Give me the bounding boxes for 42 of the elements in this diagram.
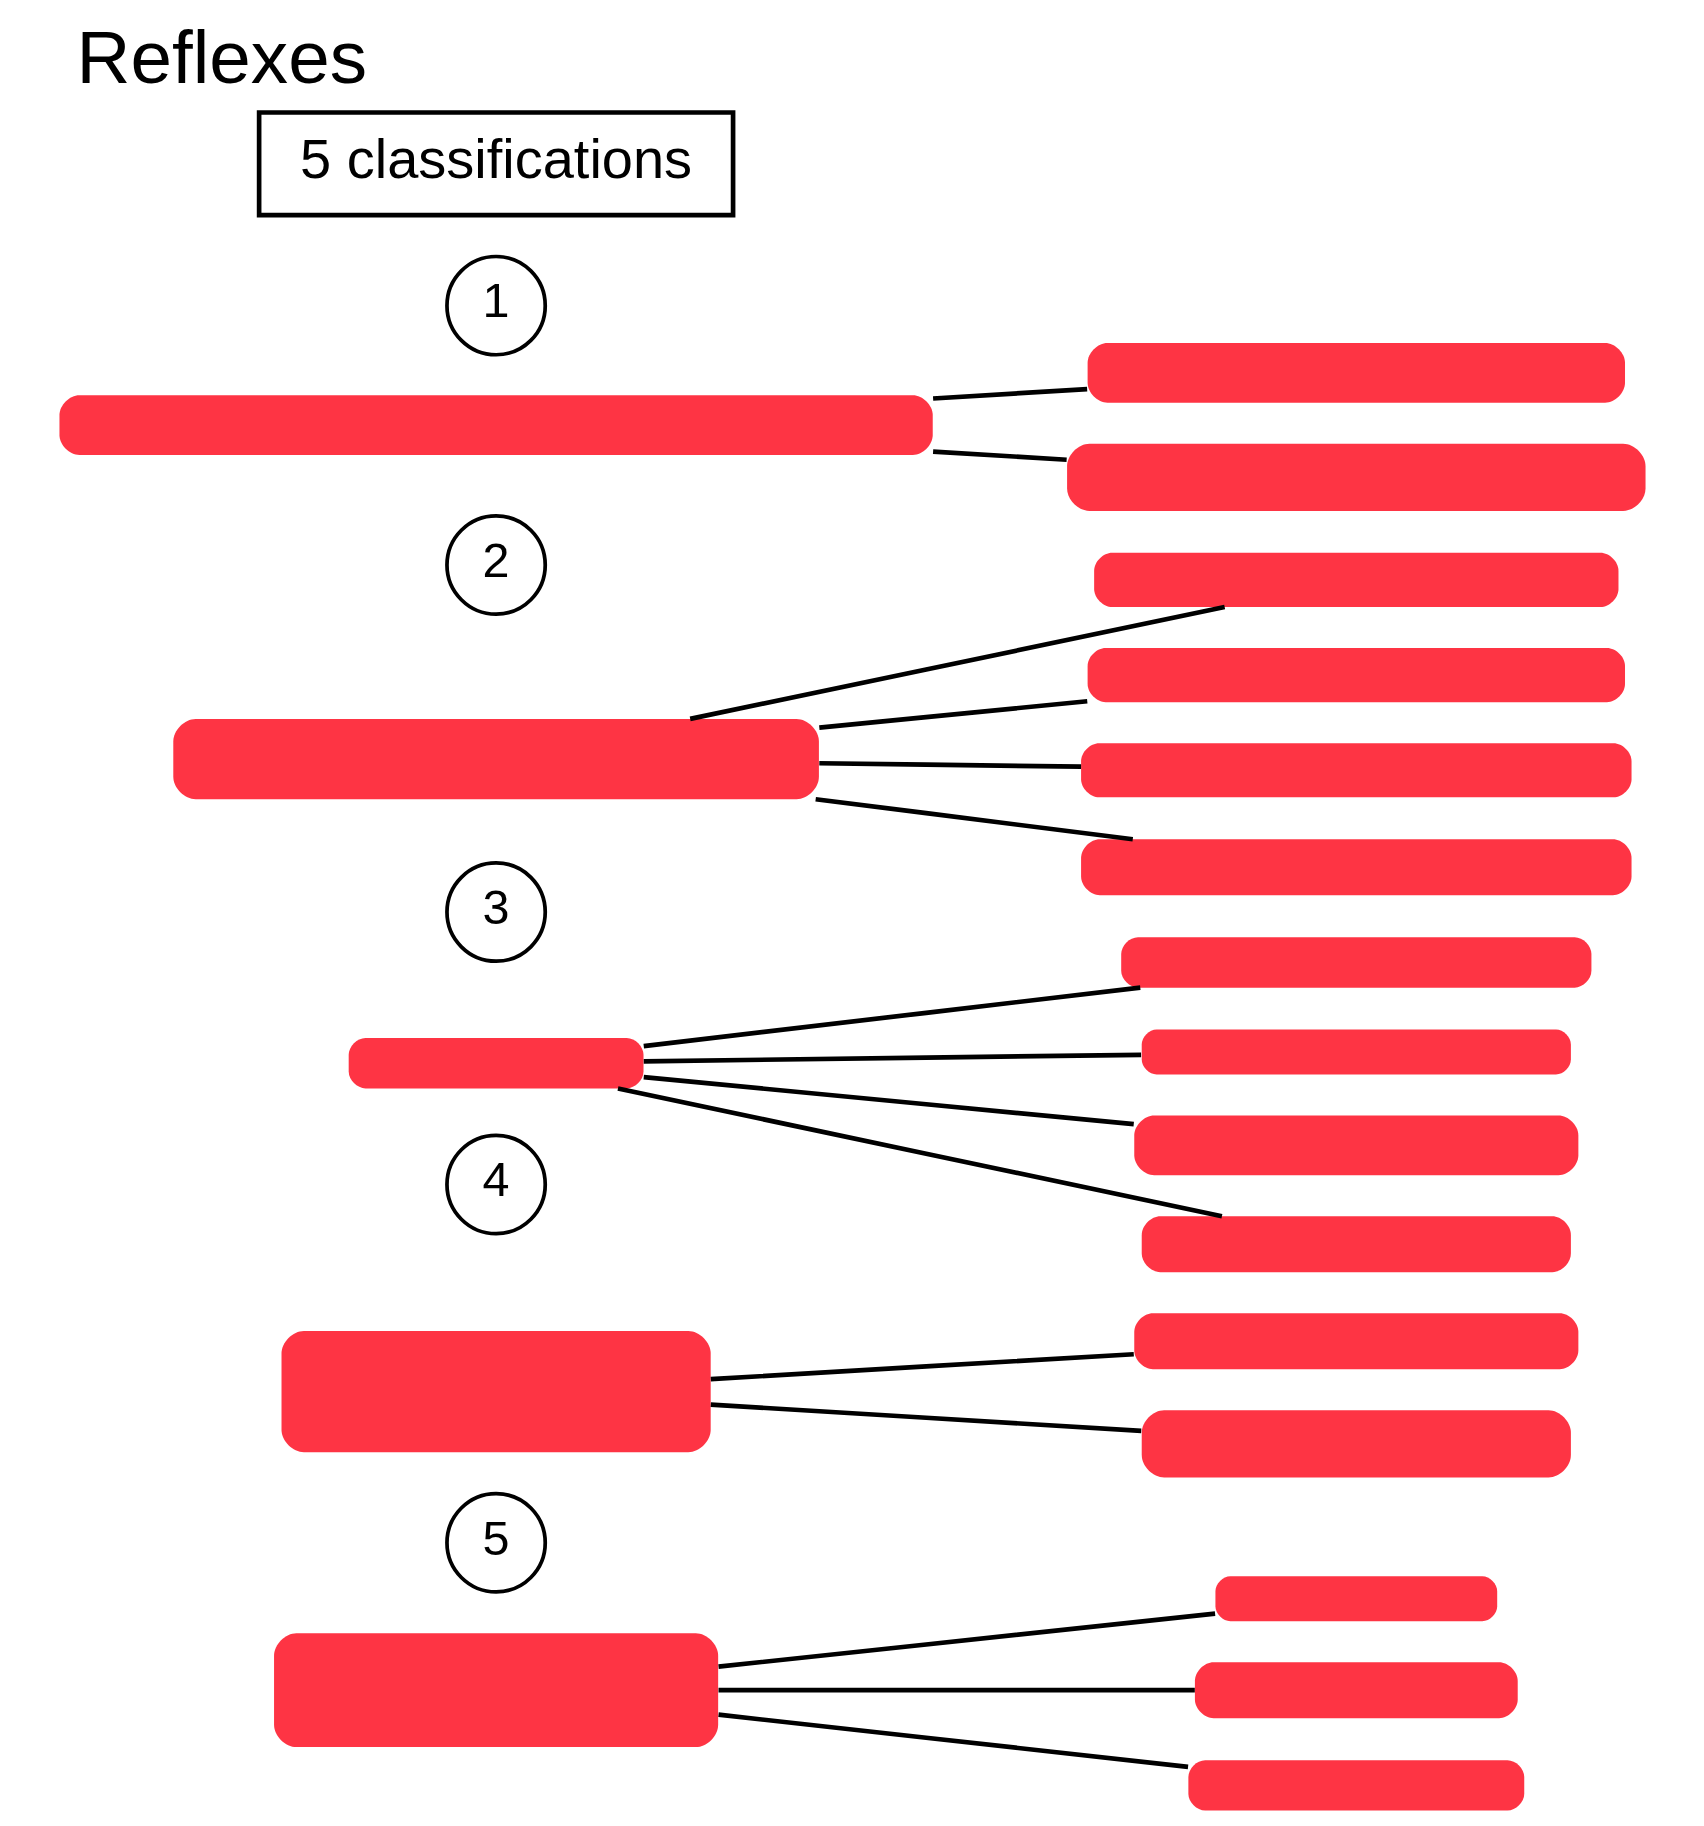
node-bar	[1141, 1410, 1571, 1478]
node-bar	[1120, 937, 1591, 988]
node-bar	[1141, 1029, 1571, 1075]
node-bar	[1141, 1216, 1571, 1273]
node-circle: 2	[444, 514, 547, 616]
connector	[643, 1052, 1141, 1064]
node-bar	[1214, 1576, 1497, 1622]
node-circle: 4	[444, 1133, 547, 1236]
node-bar	[273, 1633, 718, 1748]
node-box: 5 classifications	[256, 110, 735, 218]
connector	[642, 985, 1141, 1049]
connector	[718, 1687, 1195, 1693]
node-bar	[1093, 552, 1618, 607]
connector	[643, 1074, 1134, 1127]
connector	[710, 1402, 1141, 1434]
node-bar	[1087, 342, 1625, 403]
connector	[717, 1611, 1215, 1669]
node-bar	[1187, 1760, 1524, 1811]
diagram-title: Reflexes	[76, 14, 367, 99]
node-bar	[1133, 1313, 1578, 1370]
node-circle: 1	[444, 254, 547, 357]
node-bar	[1133, 1115, 1578, 1176]
node-circle: 5	[444, 1491, 547, 1594]
connector	[932, 386, 1087, 401]
node-bar	[1080, 839, 1632, 896]
node-bar	[348, 1038, 643, 1089]
connector	[717, 1712, 1188, 1770]
node-bar	[1087, 648, 1625, 703]
connector	[710, 1351, 1134, 1382]
connector	[818, 698, 1087, 730]
connector	[617, 1086, 1222, 1219]
node-bar	[172, 718, 819, 800]
node-bar	[1080, 743, 1632, 798]
connector	[814, 796, 1133, 842]
connector	[932, 449, 1067, 463]
node-bar	[1194, 1662, 1518, 1719]
node-circle: 3	[444, 861, 547, 964]
node-bar	[58, 395, 933, 455]
node-bar	[1066, 443, 1646, 511]
connector	[689, 604, 1225, 722]
node-bar	[281, 1331, 711, 1453]
connector	[818, 760, 1081, 769]
